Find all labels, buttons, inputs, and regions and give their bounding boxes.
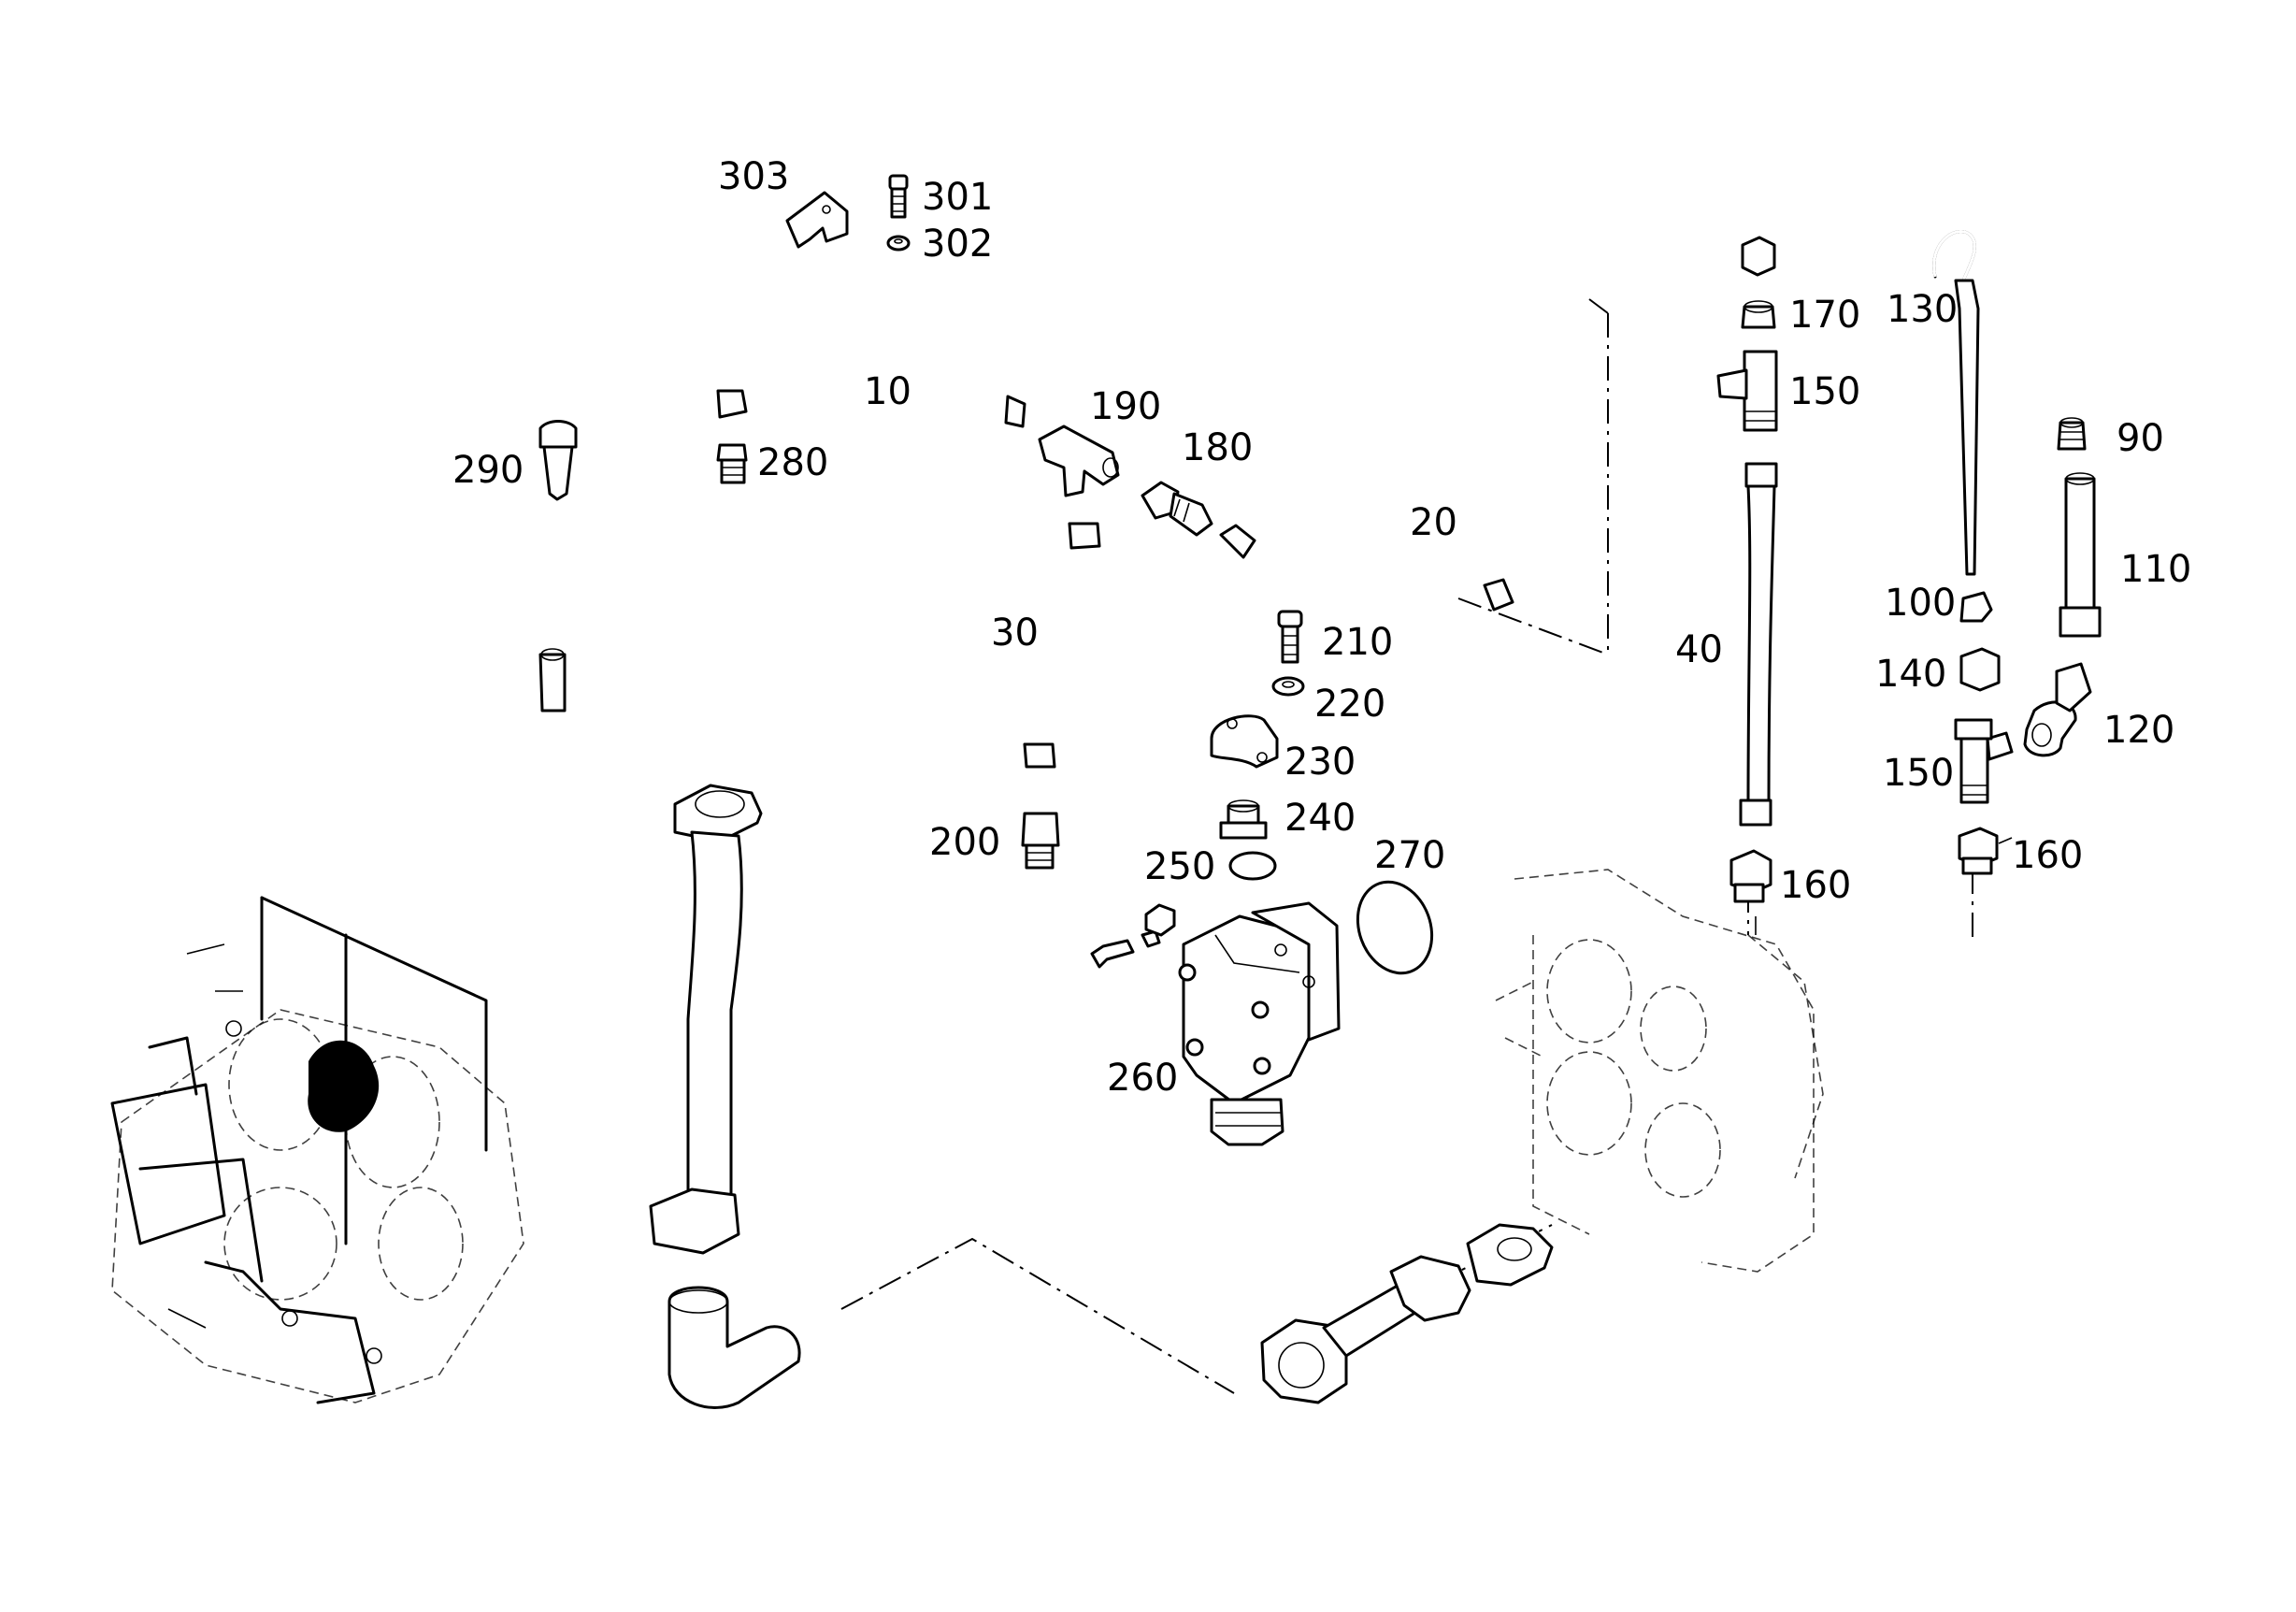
part-260-nut (1144, 903, 1176, 937)
highlighted-filter-blob (308, 1040, 380, 1132)
callout-90: 90 (2117, 417, 2164, 460)
housing-sketch-right (1495, 869, 1824, 1273)
callout-150-upper: 150 (1789, 370, 1860, 413)
part-140-nut (1959, 647, 2001, 692)
callout-180: 180 (1182, 426, 1253, 469)
part-110-tube (2059, 472, 2102, 638)
part-20-pipe (1219, 524, 1514, 612)
callout-290: 290 (452, 449, 524, 492)
part-150-tee-upper (1716, 350, 1778, 432)
part-180-adapter (1141, 481, 1213, 537)
part-280-union (716, 443, 748, 484)
callout-110: 110 (2120, 548, 2191, 591)
leader-lines (1755, 837, 2013, 935)
part-hex-connector (1260, 1255, 1471, 1404)
part-160-union-lower (1958, 827, 1999, 875)
callout-150-lower: 150 (1883, 752, 1954, 795)
part-260-filter-head (1178, 901, 1341, 1146)
part-240-fitting (1219, 799, 1268, 840)
callout-190: 190 (1090, 385, 1161, 428)
part-301-bolt (888, 174, 909, 219)
part-40-pipe (1739, 462, 1778, 827)
part-260-bolt (1090, 929, 1161, 969)
callout-130: 130 (1887, 288, 1958, 331)
callout-230: 230 (1284, 741, 1356, 784)
part-10-pipe (716, 259, 1026, 428)
part-190-tee (1038, 425, 1120, 497)
callout-40: 40 (1675, 628, 1723, 671)
part-30-pipe (1023, 522, 1101, 769)
part-150-tee-lower (1954, 718, 2014, 804)
callout-240: 240 (1284, 797, 1356, 840)
housing-sketch-left (110, 896, 524, 1404)
callout-100: 100 (1885, 582, 1956, 625)
callout-301: 301 (922, 176, 993, 219)
part-302-washer (886, 235, 911, 252)
callout-120: 120 (2103, 709, 2174, 752)
callout-200: 200 (929, 821, 1000, 864)
part-270-o-ring (1356, 880, 1434, 975)
part-reducer (1466, 1223, 1554, 1287)
part-elbow (667, 1286, 801, 1409)
part-170-nut-top (1741, 236, 1776, 277)
part-290-sleeve (538, 648, 567, 712)
callout-270: 270 (1374, 834, 1445, 877)
part-220-washer (1271, 676, 1305, 697)
part-90-plug (2057, 417, 2087, 451)
part-200-union (1021, 812, 1060, 870)
part-170-cap (1741, 300, 1776, 329)
part-230-clamp (1210, 714, 1279, 769)
part-210-screw (1277, 610, 1303, 664)
part-130-dipstick (1932, 230, 1980, 576)
callout-260: 260 (1107, 1057, 1178, 1100)
callout-302: 302 (922, 223, 993, 266)
callout-10: 10 (864, 370, 911, 413)
part-160-union-upper (1729, 849, 1772, 903)
callout-210: 210 (1322, 621, 1393, 664)
part-250-o-ring (1228, 851, 1277, 881)
callout-250: 250 (1144, 845, 1215, 888)
callout-160-lower: 160 (2012, 834, 2083, 877)
callout-30: 30 (991, 612, 1039, 655)
part-290-screw (538, 420, 578, 501)
callout-170: 170 (1789, 294, 1860, 337)
callout-303: 303 (718, 155, 789, 198)
callout-labels: 303 301 302 10 190 180 20 290 280 30 210… (452, 155, 2191, 1100)
callout-140: 140 (1875, 653, 1946, 696)
part-large-pipe (649, 784, 763, 1255)
part-120-elbow (2023, 662, 2092, 757)
callout-160-upper: 160 (1780, 864, 1851, 907)
callout-280: 280 (757, 441, 828, 484)
callout-220: 220 (1314, 683, 1385, 726)
part-100-nipple (1959, 591, 1993, 623)
callout-20: 20 (1410, 501, 1457, 544)
part-303-bracket (785, 191, 849, 249)
